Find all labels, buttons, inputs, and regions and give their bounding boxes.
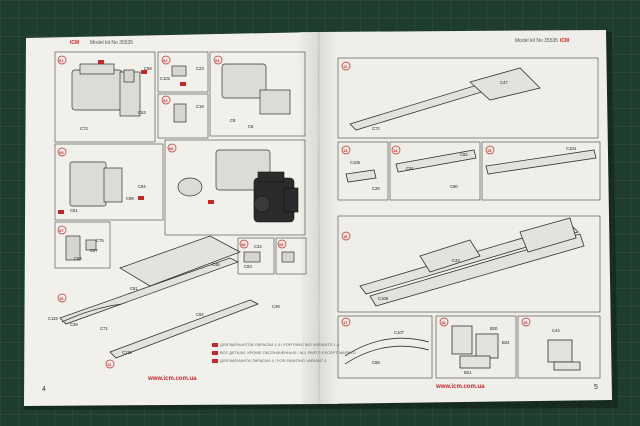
part-label: C39: [272, 304, 280, 309]
left-header-brand: ICM: [70, 40, 80, 46]
step-number: 03: [163, 98, 168, 103]
part-label: C23: [196, 66, 204, 71]
part-label: C115: [48, 316, 58, 321]
part-label: C44: [552, 328, 560, 333]
part-label: C108: [378, 296, 389, 301]
part-label: C90: [450, 184, 458, 189]
part-label: C102: [160, 76, 171, 81]
step-number: 17: [343, 320, 348, 325]
left-page-number: 4: [42, 386, 46, 393]
part-label: C64: [196, 312, 204, 317]
part-label: C91: [406, 166, 414, 171]
part-label: C81: [70, 208, 78, 213]
part-label: C104: [566, 146, 577, 151]
legend-line: ДЛЯ ВАРИАНТОВ ОКРАСКИ 1-4 / FOR PAINTING…: [220, 342, 340, 347]
part-label: C94: [138, 184, 146, 189]
part-label: C46: [212, 262, 220, 267]
part-label: C64: [74, 256, 82, 261]
step-number: 02: [163, 58, 168, 63]
part-label: C73: [80, 126, 88, 131]
right-footer-url: www.icm.com.ua: [436, 384, 485, 390]
left-footer-url: www.icm.com.ua: [148, 376, 197, 382]
step-number: 16: [343, 234, 348, 239]
part-label: C96: [126, 196, 134, 201]
part-label: C39: [70, 322, 78, 327]
part-label: C57: [90, 248, 98, 253]
part-label: C92: [460, 152, 468, 157]
step-number: 13: [343, 148, 348, 153]
part-label: B24: [502, 340, 510, 345]
right-page-number: 5: [594, 384, 598, 391]
part-label: C93: [244, 264, 252, 269]
part-label: C47: [500, 80, 508, 85]
right-header-brand: ICM: [560, 38, 570, 44]
step-number: 06: [169, 146, 174, 151]
part-label: C43: [452, 258, 460, 263]
part-label: C72: [372, 126, 380, 131]
step-number: 14: [393, 148, 398, 153]
part-label: C34: [254, 244, 262, 249]
step-number: 12: [343, 64, 348, 69]
step-number: 11: [107, 362, 112, 367]
part-label: C58: [144, 66, 152, 71]
part-label: C107: [394, 330, 405, 335]
part-label: C9: [230, 118, 236, 123]
part-label: C75: [96, 238, 104, 243]
part-label: C53: [138, 110, 146, 115]
part-label: C105: [350, 160, 361, 165]
step-number: 18: [441, 320, 446, 325]
step-number: 15: [487, 148, 492, 153]
step-number: 01: [59, 58, 64, 63]
step-number: 08: [241, 242, 246, 247]
part-label: C81: [130, 286, 138, 291]
part-label: B20: [490, 326, 498, 331]
part-label: C19: [196, 104, 204, 109]
part-label: C71: [100, 326, 108, 331]
part-label: B21: [464, 370, 472, 375]
part-label: C68: [372, 360, 380, 365]
step-number: 07: [59, 228, 64, 233]
part-label: C8: [248, 124, 254, 129]
legend-line: ДЛЯ ВАРИАНТА ОКРАСКИ 4 / FOR PAINTING VA…: [220, 358, 327, 363]
step-number: 04: [215, 58, 220, 63]
part-label: C26: [372, 186, 380, 191]
legend-line: ВСЕ ДЕТАЛИ, КРОМЕ ОБОЗНАЧЕННЫХ / ALL PAR…: [220, 350, 356, 355]
right-page: [318, 30, 612, 404]
left-header-model-kit: Model kit No 35535: [90, 40, 134, 46]
step-number: 19: [523, 320, 528, 325]
part-label: C115: [122, 350, 132, 355]
right-header-model-kit: Model kit No 35535: [515, 38, 559, 44]
step-number: 10: [59, 296, 64, 301]
step-number: 09: [279, 242, 284, 247]
step-number: 05: [59, 150, 64, 155]
